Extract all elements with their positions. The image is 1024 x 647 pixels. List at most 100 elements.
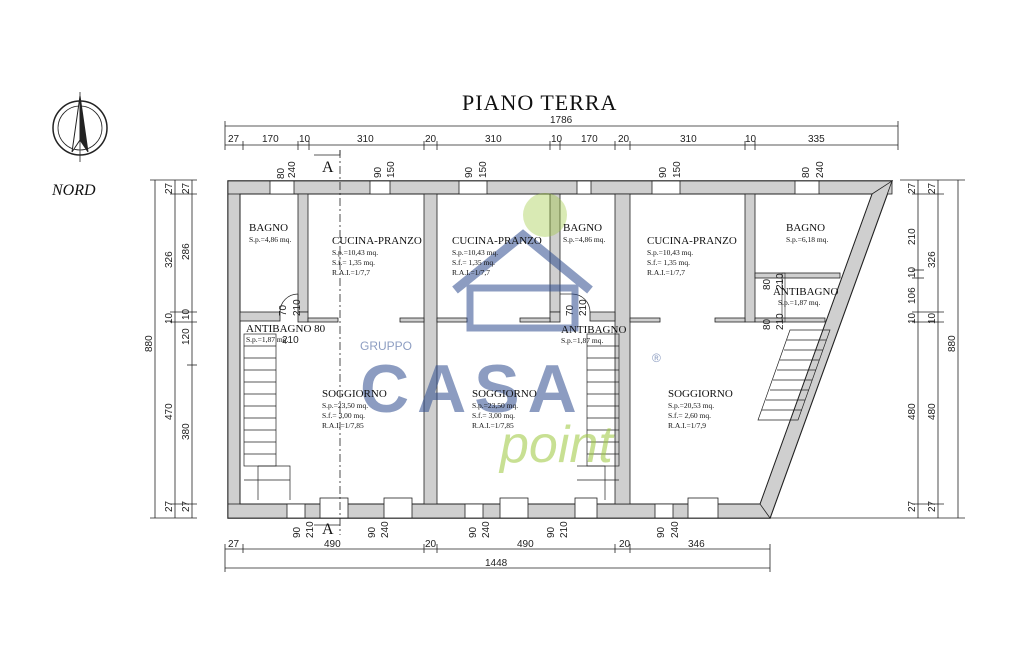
inner-dim-80-u3a: 80 <box>762 278 773 290</box>
top-total-dim: 1786 <box>550 115 573 126</box>
right-dim-labels: 880 27 326 10 480 27 27 210 10 106 10 48… <box>907 182 958 512</box>
room-line: S.f.= 2,60 mq. <box>668 411 711 420</box>
openings-bottom <box>286 497 719 519</box>
room-line: 210 <box>282 335 299 346</box>
bottom-open-4-h: 210 <box>559 521 570 538</box>
plan-title: PIANO TERRA <box>462 90 617 115</box>
right-dim-outer-2: 326 <box>927 251 938 268</box>
top-open-1-w: 80 <box>276 167 287 179</box>
left-dim-inner-5: 380 <box>181 423 192 440</box>
right-dim-inner-7: 27 <box>907 500 918 512</box>
right-dim-inner-5: 10 <box>907 312 918 324</box>
room-line: S.f.= 1,35 mq. <box>647 258 690 267</box>
room-antibagno-3: ANTIBAGNO S.p.=1,87 mq. <box>773 286 838 307</box>
room-line: S.p.=1,87 mq. <box>778 298 820 307</box>
left-dim-outer-5: 27 <box>164 500 175 512</box>
bottom-open-4-w: 90 <box>546 526 557 538</box>
top-dim-4: 310 <box>357 134 374 145</box>
top-open-5-w: 80 <box>801 166 812 178</box>
room-line: R.A.I.=1/7,7 <box>332 268 370 277</box>
top-open-5-h: 240 <box>815 161 826 178</box>
room-bagno-3: BAGNO S.p.=6,18 mq. <box>786 222 828 244</box>
room-cucina-2: CUCINA-PRANZO S.p.=10,43 mq. S.f.= 1,35 … <box>452 235 542 277</box>
top-open-4-w: 90 <box>658 166 669 178</box>
bottom-total-dim: 1448 <box>485 558 508 569</box>
room-name: BAGNO <box>786 222 825 234</box>
inner-dim-210-u3a: 210 <box>775 273 786 290</box>
bottom-open-5-h: 240 <box>670 521 681 538</box>
room-name: SOGGIORNO <box>322 388 387 400</box>
top-open-1-h: 240 <box>287 161 298 178</box>
stair-unit-3 <box>757 329 831 421</box>
room-soggiorno-2: SOGGIORNO S.p.=23,50 mq. S.f.= 3,00 mq. … <box>472 388 537 430</box>
right-dim-outer-5: 27 <box>927 500 938 512</box>
top-dim-1: 27 <box>228 134 240 145</box>
room-line: S.p.=20,53 mq. <box>668 401 714 410</box>
top-open-3-h: 150 <box>478 161 489 178</box>
room-name: SOGGIORNO <box>668 388 733 400</box>
room-line: S.f.= 1,35 mq. <box>332 258 375 267</box>
left-dim-inner-2: 286 <box>181 243 192 260</box>
room-name: BAGNO <box>249 222 288 234</box>
door-swings <box>279 293 591 313</box>
bottom-open-1-h: 210 <box>305 521 316 538</box>
windows-top <box>269 180 820 195</box>
room-name: BAGNO <box>563 222 602 234</box>
right-total-dim: 880 <box>947 335 958 352</box>
left-dim-inner-6: 27 <box>181 500 192 512</box>
bottom-opening-labels: 90 210 90 240 90 240 90 210 90 240 <box>292 521 681 538</box>
room-line: R.A.I.=1/7,7 <box>452 268 490 277</box>
building-walls <box>227 180 893 519</box>
bottom-open-3-w: 90 <box>468 526 479 538</box>
bottom-open-5-w: 90 <box>656 526 667 538</box>
room-name: CUCINA-PRANZO <box>332 235 422 247</box>
top-dim-6: 310 <box>485 134 502 145</box>
bottom-open-3-h: 240 <box>481 521 492 538</box>
bottom-dim-3: 20 <box>425 539 437 550</box>
right-dim-outer-4: 480 <box>927 403 938 420</box>
north-label: NORD <box>51 182 96 199</box>
left-dim-outer-1: 27 <box>164 182 175 194</box>
top-dim-5: 20 <box>425 134 437 145</box>
room-name: ANTIBAGNO <box>773 286 838 298</box>
bottom-open-1-w: 90 <box>292 526 303 538</box>
bottom-open-2-h: 240 <box>380 521 391 538</box>
room-name: CUCINA-PRANZO <box>647 235 737 247</box>
room-name: ANTIBAGNO <box>561 324 626 336</box>
room-line: S.p.=23,50 mq. <box>322 401 368 410</box>
right-dim-outer-1: 27 <box>927 182 938 194</box>
inner-dim-210-u2: 210 <box>578 299 589 316</box>
bottom-dim-2: 490 <box>324 539 341 550</box>
left-dim-inner-3: 10 <box>181 308 192 320</box>
room-antibagno-2: ANTIBAGNO S.p.=1,87 mq. <box>561 324 626 345</box>
top-opening-labels: 80 240 90 150 90 150 90 150 80 240 <box>276 161 826 179</box>
room-line: S.f.= 3,00 mq. <box>322 411 365 420</box>
top-dim-3: 10 <box>299 134 311 145</box>
watermark-registered: ® <box>652 351 661 365</box>
top-open-4-h: 150 <box>672 161 683 178</box>
left-dim-inner-4: 120 <box>181 328 192 345</box>
room-name: ANTIBAGNO 80 <box>246 323 326 335</box>
inner-dim-70-u2: 70 <box>565 304 576 316</box>
left-dim-labels: 880 27 326 10 470 27 27 286 10 120 380 2… <box>144 182 192 512</box>
top-dim-7: 10 <box>551 134 563 145</box>
left-dimensions <box>150 179 197 519</box>
left-dim-outer-3: 10 <box>164 312 175 324</box>
room-soggiorno-1: SOGGIORNO S.p.=23,50 mq. S.f.= 3,00 mq. … <box>322 388 387 430</box>
room-line: R.A.I.=1/7,85 <box>472 421 514 430</box>
top-dim-10: 310 <box>680 134 697 145</box>
right-dim-inner-4: 106 <box>907 287 918 304</box>
room-line: S.f.= 1,35 mq. <box>452 258 495 267</box>
section-marker-top: A <box>322 159 334 176</box>
stair-unit-2 <box>577 333 620 500</box>
inner-dim-70-u1: 70 <box>278 304 289 316</box>
right-dim-inner-6: 480 <box>907 403 918 420</box>
room-line: S.p.=1,87 mq. <box>246 335 288 344</box>
top-open-2-h: 150 <box>386 161 397 178</box>
top-dim-8: 170 <box>581 134 598 145</box>
room-line: R.A.I.=1/7,7 <box>647 268 685 277</box>
top-open-3-w: 90 <box>464 166 475 178</box>
left-dim-outer-4: 470 <box>164 403 175 420</box>
room-line: R.A.I.=1/7,85 <box>322 421 364 430</box>
